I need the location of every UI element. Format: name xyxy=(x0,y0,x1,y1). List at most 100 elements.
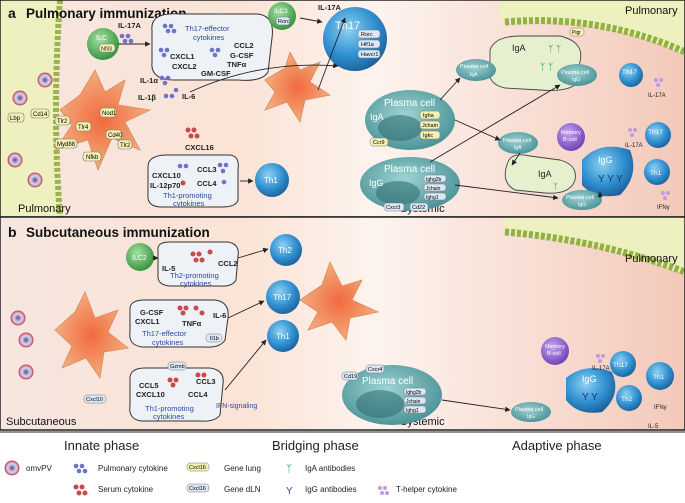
legend-gene-lung-chip: Cxcl16 xyxy=(189,465,206,471)
ifn-signaling: IFN-signaling xyxy=(216,403,257,410)
th1b-title1: Th1-promoting xyxy=(145,404,194,413)
epithelium-right xyxy=(504,17,685,56)
th2-item: CCL2 xyxy=(218,259,238,268)
th17-genes: Rorc Hif1a Havcr1 xyxy=(357,29,381,59)
th1b-item: CCL4 xyxy=(188,390,208,399)
phase-footer: Innate phase Bridging phase Adaptive pha… xyxy=(0,431,685,453)
pc-label: IgG xyxy=(572,77,580,83)
gene: Jchain xyxy=(426,186,441,192)
pc-label: IgG xyxy=(527,414,535,420)
th17-effector-item: G-CSF xyxy=(230,51,254,60)
th17-effector-item: CXCL1 xyxy=(170,52,195,61)
phase-bridging: Bridging phase xyxy=(272,438,359,453)
plasma-b-dln: Cxcr4 xyxy=(368,367,382,373)
th1-cell-b xyxy=(267,320,299,352)
legend-th-cyt: T-helper cytokine xyxy=(396,485,457,494)
gene: Jchain xyxy=(422,123,438,129)
pc-label: IgA xyxy=(470,72,478,78)
plasma-igg-title: Plasma cell xyxy=(384,164,435,175)
il17a-label: IL-17A xyxy=(625,143,643,149)
th2-item: IL-5 xyxy=(162,264,175,273)
panel-a: a Pulmonary immunization Pulmonary Pulmo… xyxy=(0,0,685,218)
iga-box-label: IgA xyxy=(538,169,552,179)
arrows-b xyxy=(153,247,511,412)
receptor-label: Tlr2 xyxy=(57,119,68,125)
legend-gene-dln: Gene dLN xyxy=(224,485,261,494)
legend-gene-lung: Gene lung xyxy=(224,464,261,473)
th17-effector-item: GM-CSF xyxy=(201,69,231,78)
omvpv-icon xyxy=(37,72,53,88)
ilc3-gene: Rorc xyxy=(278,19,290,25)
panel-title: Subcutaneous immunization xyxy=(26,225,210,240)
th1b-item: CXCL10 xyxy=(136,390,165,399)
th1b-item: CCL5 xyxy=(139,381,159,390)
gene: Igkc xyxy=(423,133,433,139)
pc-label: IgG xyxy=(578,202,586,208)
plasma-b-gene: Ighg1 xyxy=(406,408,419,414)
th17-small xyxy=(619,63,643,87)
plasma-iga-title: Plasma cell xyxy=(384,98,435,109)
th17b-title2: cytokines xyxy=(152,338,184,347)
th17-gene: Hif1a xyxy=(361,42,375,48)
omvpv-icon xyxy=(4,460,20,476)
th2-promoting-box xyxy=(157,241,239,287)
serum-cytokine-icon xyxy=(73,484,88,496)
th1-small-b xyxy=(646,362,674,390)
panel-letter: b xyxy=(8,224,17,240)
memory-bcell xyxy=(557,123,585,151)
cyt-il17a: IL-17A xyxy=(118,21,142,30)
gene: Ccr9 xyxy=(373,140,385,146)
th1-small-label: Th1 xyxy=(650,170,662,177)
gene: Cxcr3 xyxy=(386,205,400,211)
receptor-chips: Lbp Cd14 Tlr2 Tlr4 Myd88 Nfkb Nod1 Cd40 … xyxy=(7,107,133,162)
iga-box-label: IgA xyxy=(512,43,526,53)
igg-antibody-icon: Y Y Y xyxy=(598,174,623,185)
legend-pulm-cyt: Pulmonary cytokine xyxy=(98,464,168,473)
th1-promoting-item: CCL3 xyxy=(197,165,217,174)
ilc2-label: ILC2 xyxy=(132,255,147,262)
legend-omvpv: omvPV xyxy=(26,464,52,473)
th17-small-b-label: Th17 xyxy=(613,362,628,369)
receptor-label: Nod1 xyxy=(102,111,117,117)
arrows-a xyxy=(118,17,603,201)
iga-antibody-icon: ᛉ xyxy=(553,182,558,191)
pc-label: Plasma cell xyxy=(460,64,488,70)
omvpv-particles-b xyxy=(10,310,34,380)
igg-systemic-box xyxy=(582,146,634,197)
plasma-small xyxy=(562,190,602,210)
th17b-item: G-CSF xyxy=(140,308,164,317)
th17b-item: CXCL1 xyxy=(135,317,160,326)
ilc-label: ILC xyxy=(96,35,107,42)
th17-cell xyxy=(323,7,387,71)
th1-promoting-item: CXCL10 xyxy=(152,171,181,180)
cyt-il6: IL-6 xyxy=(182,92,195,101)
ifng-b: IFNγ xyxy=(654,405,667,411)
th1-promoting-title1: Th1-promoting xyxy=(163,191,212,200)
th17-effector-item: TNFα xyxy=(227,60,247,69)
dendritic-cell-migrating-b xyxy=(299,260,380,341)
th1b-title2: cytokines xyxy=(153,412,185,421)
dendritic-cell-migrating xyxy=(264,50,332,124)
gene: Igha xyxy=(423,113,435,119)
il17a-b: IL-17A xyxy=(592,366,610,372)
th1-label: Th1 xyxy=(264,176,278,185)
memory-label: Memory xyxy=(545,344,565,350)
corner-label-left: Pulmonary xyxy=(18,203,71,215)
il17a-label: IL-17A xyxy=(648,93,666,99)
receptor-label: Myd88 xyxy=(57,142,76,148)
panel-b: b Subcutaneous immunization Pulmonary Su… xyxy=(0,216,685,431)
th17-small xyxy=(645,122,671,148)
th2-title1: Th2-promoting xyxy=(170,271,219,280)
epithelium-left xyxy=(53,0,63,218)
th2-small-b-label: Th2 xyxy=(621,396,633,403)
th1-small-b-label: Th1 xyxy=(653,374,665,381)
plasma-b-title: Plasma cell xyxy=(362,376,413,387)
omvpv-icon xyxy=(12,90,28,106)
th2-small-b xyxy=(616,385,642,411)
plasma-igg-genes: Ighg2b Jchain Ighg1 xyxy=(423,174,447,201)
th17b-item: IL-6 xyxy=(213,311,226,320)
pc-label: Plasma cell xyxy=(561,70,589,76)
plasma-b-gene: Ighg2b xyxy=(406,390,422,396)
memory-label: B-cell xyxy=(563,137,577,143)
receptor-label: Nfkb xyxy=(86,155,99,161)
